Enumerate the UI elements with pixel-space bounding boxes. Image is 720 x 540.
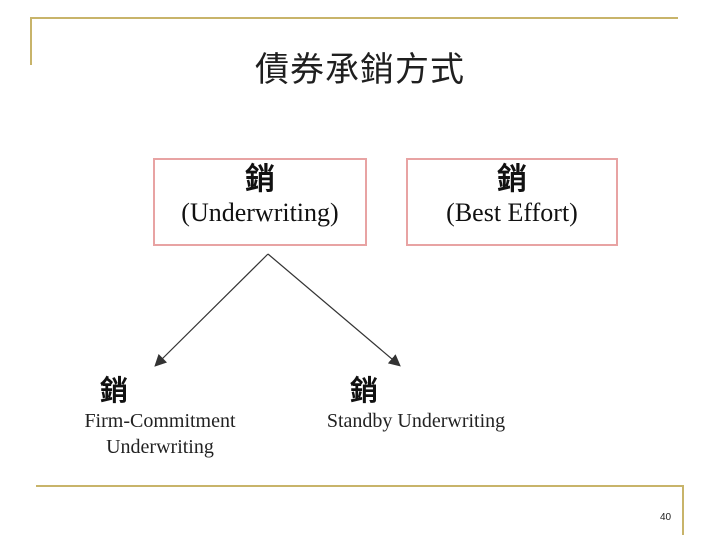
page-number: 40 [660,512,672,523]
standby-node: 銷 Standby Underwriting [305,374,527,434]
arrow-to-standby [267,253,401,367]
best-effort-cjk-label: 銷 [497,162,527,197]
firm-commitment-cjk-label: 銷 [100,374,129,407]
top-rule [30,17,678,19]
standby-cjk-label: 銷 [350,374,379,407]
underwriting-box: 銷 (Underwriting) [153,158,367,246]
firm-commitment-en-line1: Firm-Commitment [84,410,236,432]
firm-commitment-node: 銷 Firm-Commitment Underwriting [60,374,260,460]
right-rule [682,485,684,535]
arrow-to-firm-commitment [154,253,269,367]
firm-commitment-en-line2: Underwriting [106,436,214,458]
best-effort-box: 銷 (Best Effort) [406,158,618,246]
standby-en-label: Standby Underwriting [326,410,506,432]
best-effort-en-label: (Best Effort) [446,198,578,227]
page-title: 債券承銷方式 [255,50,465,90]
underwriting-cjk-label: 銷 [245,162,275,197]
underwriting-en-label: (Underwriting) [181,198,339,227]
bottom-rule [36,485,684,487]
left-rule [30,17,32,65]
